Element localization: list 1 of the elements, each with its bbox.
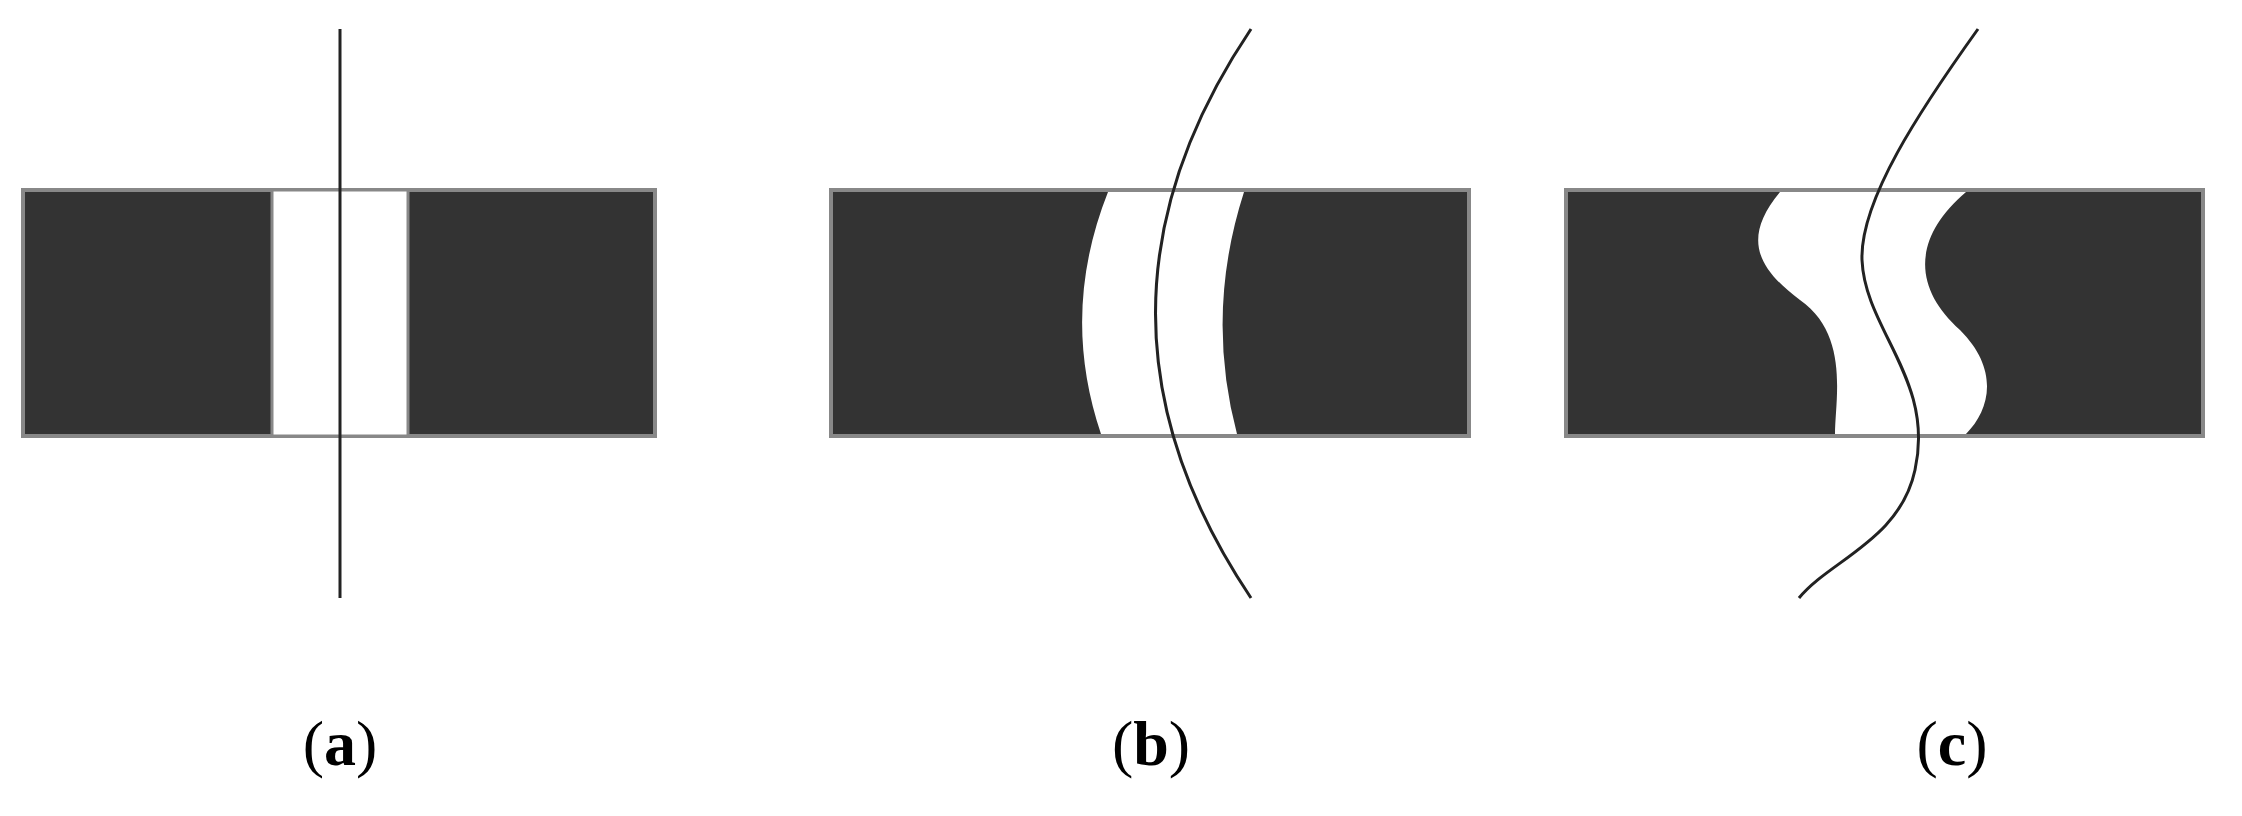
panel-label: (b) [1111, 712, 1191, 776]
